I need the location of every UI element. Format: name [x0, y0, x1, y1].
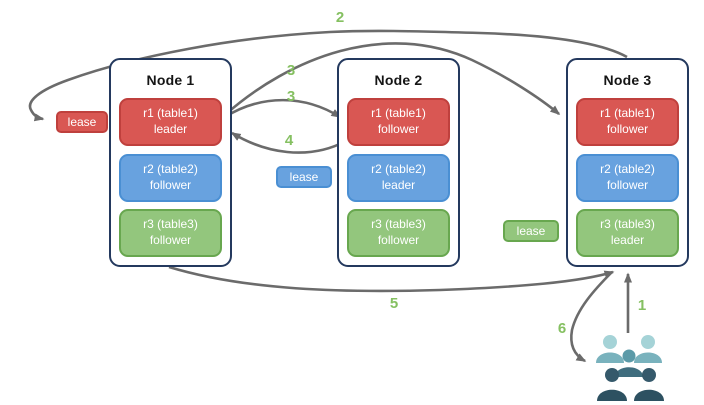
step-label-6: 6: [557, 320, 567, 337]
replica-role: leader: [381, 178, 416, 192]
node-2-replica-r1: r1 (table1) follower: [347, 98, 450, 146]
replica-name: r1 (table1): [143, 106, 198, 121]
step-label-4: 4: [284, 132, 294, 149]
replica-name: r2 (table2): [600, 162, 655, 177]
step-label-5: 5: [389, 295, 399, 312]
replica-name: r1 (table1): [600, 106, 655, 121]
node-2-replica-r2: r2 (table2) leader: [347, 154, 450, 202]
arrow-step-3-to-node3: [225, 42, 561, 115]
replica-role: follower: [606, 178, 649, 192]
node-2-title: Node 2: [374, 72, 423, 88]
node-3-replica-r2: r2 (table2) follower: [576, 154, 679, 202]
node-3-replica-r3: r3 (table3) leader: [576, 209, 679, 257]
step-label-3b: 3: [286, 88, 296, 105]
node-1-replica-r3: r3 (table3) follower: [119, 209, 222, 257]
arrow-step-2: [28, 29, 628, 122]
replica-name: r2 (table2): [143, 162, 198, 177]
node-2: Node 2 r1 (table1) follower r2 (table2) …: [337, 58, 460, 267]
replica-role: follower: [149, 233, 192, 247]
replica-role: follower: [606, 122, 649, 136]
replica-name: r2 (table2): [371, 162, 426, 177]
arrow-step-5: [168, 265, 615, 293]
arrow-step-4: [230, 131, 347, 154]
lease-badge-red: lease: [56, 111, 108, 133]
step-label-3a: 3: [286, 62, 296, 79]
replica-name: r3 (table3): [600, 217, 655, 232]
replica-role: leader: [153, 122, 188, 136]
replica-role: leader: [610, 233, 645, 247]
replica-role: follower: [377, 122, 420, 136]
node-3-title: Node 3: [603, 72, 652, 88]
replica-name: r1 (table1): [371, 106, 426, 121]
node-1-replica-r1: r1 (table1) leader: [119, 98, 222, 146]
node-1-replica-r2: r2 (table2) follower: [119, 154, 222, 202]
lease-badge-green: lease: [503, 220, 559, 242]
node-1-title: Node 1: [146, 72, 195, 88]
users-group-icon: [596, 335, 664, 401]
step-label-2: 2: [335, 9, 345, 26]
lease-badge-blue: lease: [276, 166, 332, 188]
replica-role: follower: [377, 233, 420, 247]
arrow-step-6: [570, 271, 613, 363]
node-2-replica-r3: r3 (table3) follower: [347, 209, 450, 257]
replica-name: r3 (table3): [371, 217, 426, 232]
replica-role: follower: [149, 178, 192, 192]
node-3: Node 3 r1 (table1) follower r2 (table2) …: [566, 58, 689, 267]
step-label-1: 1: [637, 297, 647, 314]
replica-name: r3 (table3): [143, 217, 198, 232]
node-3-replica-r1: r1 (table1) follower: [576, 98, 679, 146]
node-1: Node 1 r1 (table1) leader r2 (table2) fo…: [109, 58, 232, 267]
arrow-step-3-to-node2: [224, 98, 342, 119]
